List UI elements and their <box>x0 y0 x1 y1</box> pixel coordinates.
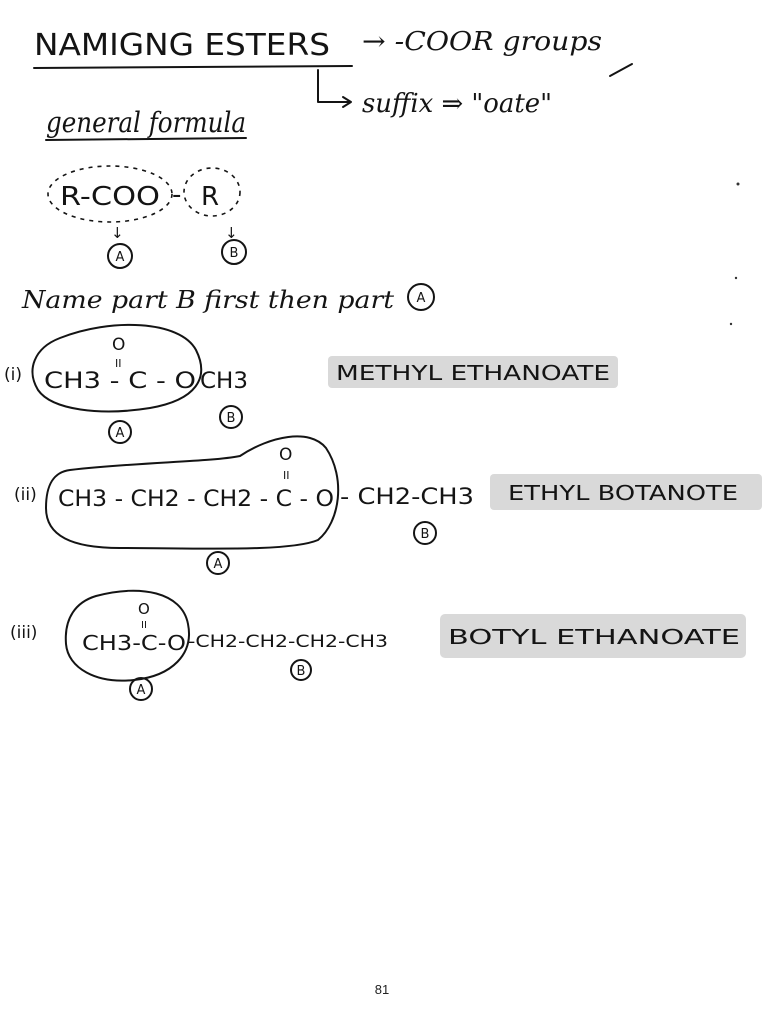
page-number: 81 <box>375 982 389 997</box>
example-1-b-circle <box>219 405 243 429</box>
general-formula-underline <box>45 137 247 141</box>
example-2-b-label: B <box>421 527 430 542</box>
formula-right: R <box>201 182 219 212</box>
example-3-b-circle <box>290 659 312 681</box>
example-1-name-highlight <box>328 356 618 388</box>
example-1-tail: CH3 <box>200 369 248 394</box>
part-a-label: A <box>116 250 125 265</box>
example-1-name: METHYL ETHANOATE <box>336 361 610 385</box>
example-3-carbonyl-o: O <box>138 600 150 618</box>
example-1-b-label: B <box>227 411 236 426</box>
example-2-structure: CH3 - CH2 - CH2 - C - O <box>58 487 334 512</box>
general-formula-label: general formula <box>46 106 246 139</box>
example-2-name: ETHYL BOTANOTE <box>508 481 738 505</box>
example-3-name: BOTYL ETHANOATE <box>448 625 740 649</box>
example-2-tail: - CH2-CH3 <box>340 485 474 510</box>
example-1-double-bond: II <box>115 357 122 370</box>
stray-dot-2 <box>734 276 738 280</box>
dashed-ring-b <box>183 167 241 217</box>
example-3-name-highlight <box>440 614 746 658</box>
example-3-tail: -CH2-CH2-CH2-CH3 <box>188 632 388 652</box>
suffix-note: suffix ⇒ "oate" <box>362 89 552 119</box>
example-2-b-circle <box>413 521 437 545</box>
example-1-ring <box>31 323 203 413</box>
suffix-arrow <box>317 69 351 103</box>
example-3-double-bond: II <box>141 620 147 631</box>
suffix-arrow-head <box>342 96 352 108</box>
dashed-ring-a <box>47 165 173 223</box>
part-b-circle <box>221 239 247 265</box>
example-1-number: (i) <box>4 365 22 385</box>
formula-left: R-COO <box>60 182 160 212</box>
example-2-carbonyl-o: O <box>279 445 292 465</box>
down-arrow-b: ↓ <box>225 224 238 242</box>
heading-underline <box>33 65 353 69</box>
example-3-b-label: B <box>297 664 306 679</box>
example-2-number: (ii) <box>14 485 37 505</box>
stray-dot-1 <box>736 182 740 186</box>
example-3-a-circle <box>129 677 153 701</box>
instruction-part-label: A <box>417 291 426 306</box>
formula-dash: - <box>172 180 181 210</box>
example-1-a-circle <box>108 420 132 444</box>
stray-mark <box>609 63 633 77</box>
example-2-a-circle <box>206 551 230 575</box>
part-a-circle <box>107 243 133 269</box>
example-2-ring <box>45 435 340 550</box>
example-2-a-label: A <box>214 557 223 572</box>
example-3-number: (iii) <box>10 623 37 643</box>
instruction-text: Name part B first then part <box>21 286 394 314</box>
example-1-structure: CH3 - C - O <box>44 369 196 394</box>
heading-arrow-note: → -COOR groups <box>362 27 602 57</box>
example-2-name-highlight <box>490 474 762 510</box>
example-1-a-label: A <box>116 426 125 441</box>
part-b-label: B <box>230 246 239 261</box>
example-3-a-label: A <box>137 683 146 698</box>
instruction-part-circle <box>407 283 435 311</box>
example-2-double-bond: II <box>283 469 290 482</box>
down-arrow-a: ↓ <box>111 224 124 242</box>
example-3-structure: CH3-C-O <box>82 631 186 655</box>
example-1-carbonyl-o: O <box>112 335 125 355</box>
page-heading: NAMIGNG ESTERS <box>34 28 330 63</box>
stray-dot-3 <box>729 322 733 326</box>
